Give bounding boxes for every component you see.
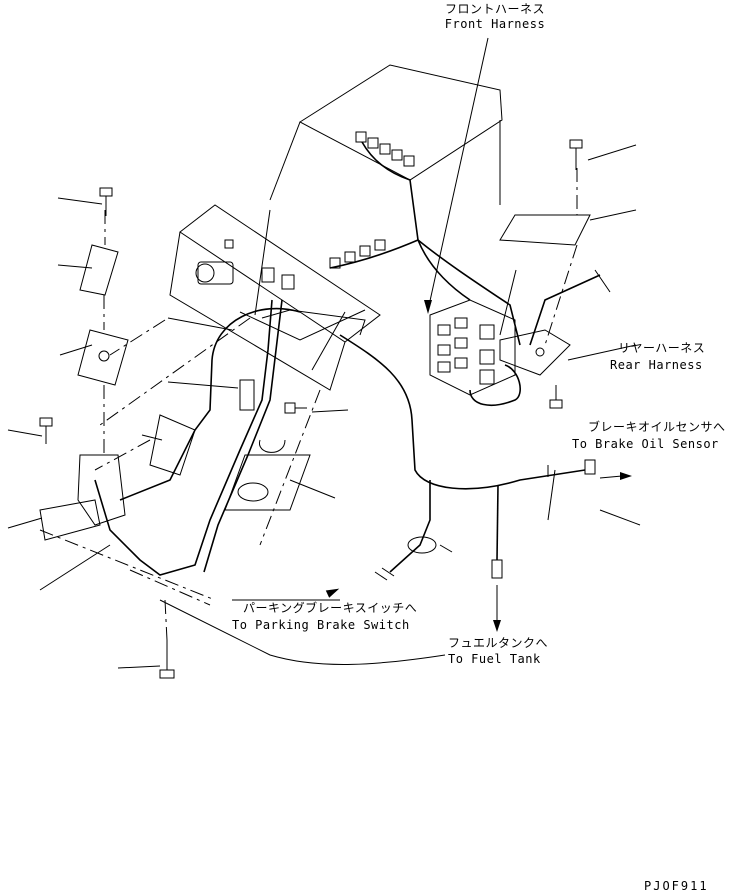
front-harness-wire <box>329 239 596 581</box>
arrow-icons <box>232 300 632 632</box>
lower-harness <box>39 299 311 576</box>
drawing-code: PJOF911 <box>644 879 709 893</box>
rear-harness-label-en: Rear Harness <box>610 358 703 372</box>
brake-oil-sensor-label-jp: ブレーキオイルセンサへ <box>588 420 726 434</box>
fuel-tank-label-en: To Fuel Tank <box>448 652 541 666</box>
leader-lines <box>7 37 641 669</box>
relay-block <box>429 299 571 396</box>
fuel-tank-label-jp: フュエルタンクへ <box>448 636 549 650</box>
rear-harness-label-jp: リヤーハーネス <box>618 341 706 355</box>
parking-brake-switch-label-jp: パーキングブレーキスイッチへ <box>243 601 418 615</box>
brake-oil-sensor-label-en: To Brake Oil Sensor <box>572 437 719 451</box>
dashboard-panel <box>169 204 381 391</box>
phantom-lines <box>39 168 578 665</box>
bolt-icons <box>39 139 583 679</box>
console-housing <box>269 64 503 205</box>
upper-connectors <box>329 131 419 269</box>
front-harness-label-en: Front Harness <box>444 17 546 31</box>
left-brackets <box>77 214 591 386</box>
rear-harness-wire <box>469 269 611 406</box>
parking-brake-switch-label-en: To Parking Brake Switch <box>232 618 410 632</box>
front-harness-label-jp: フロントハーネス <box>444 2 545 16</box>
